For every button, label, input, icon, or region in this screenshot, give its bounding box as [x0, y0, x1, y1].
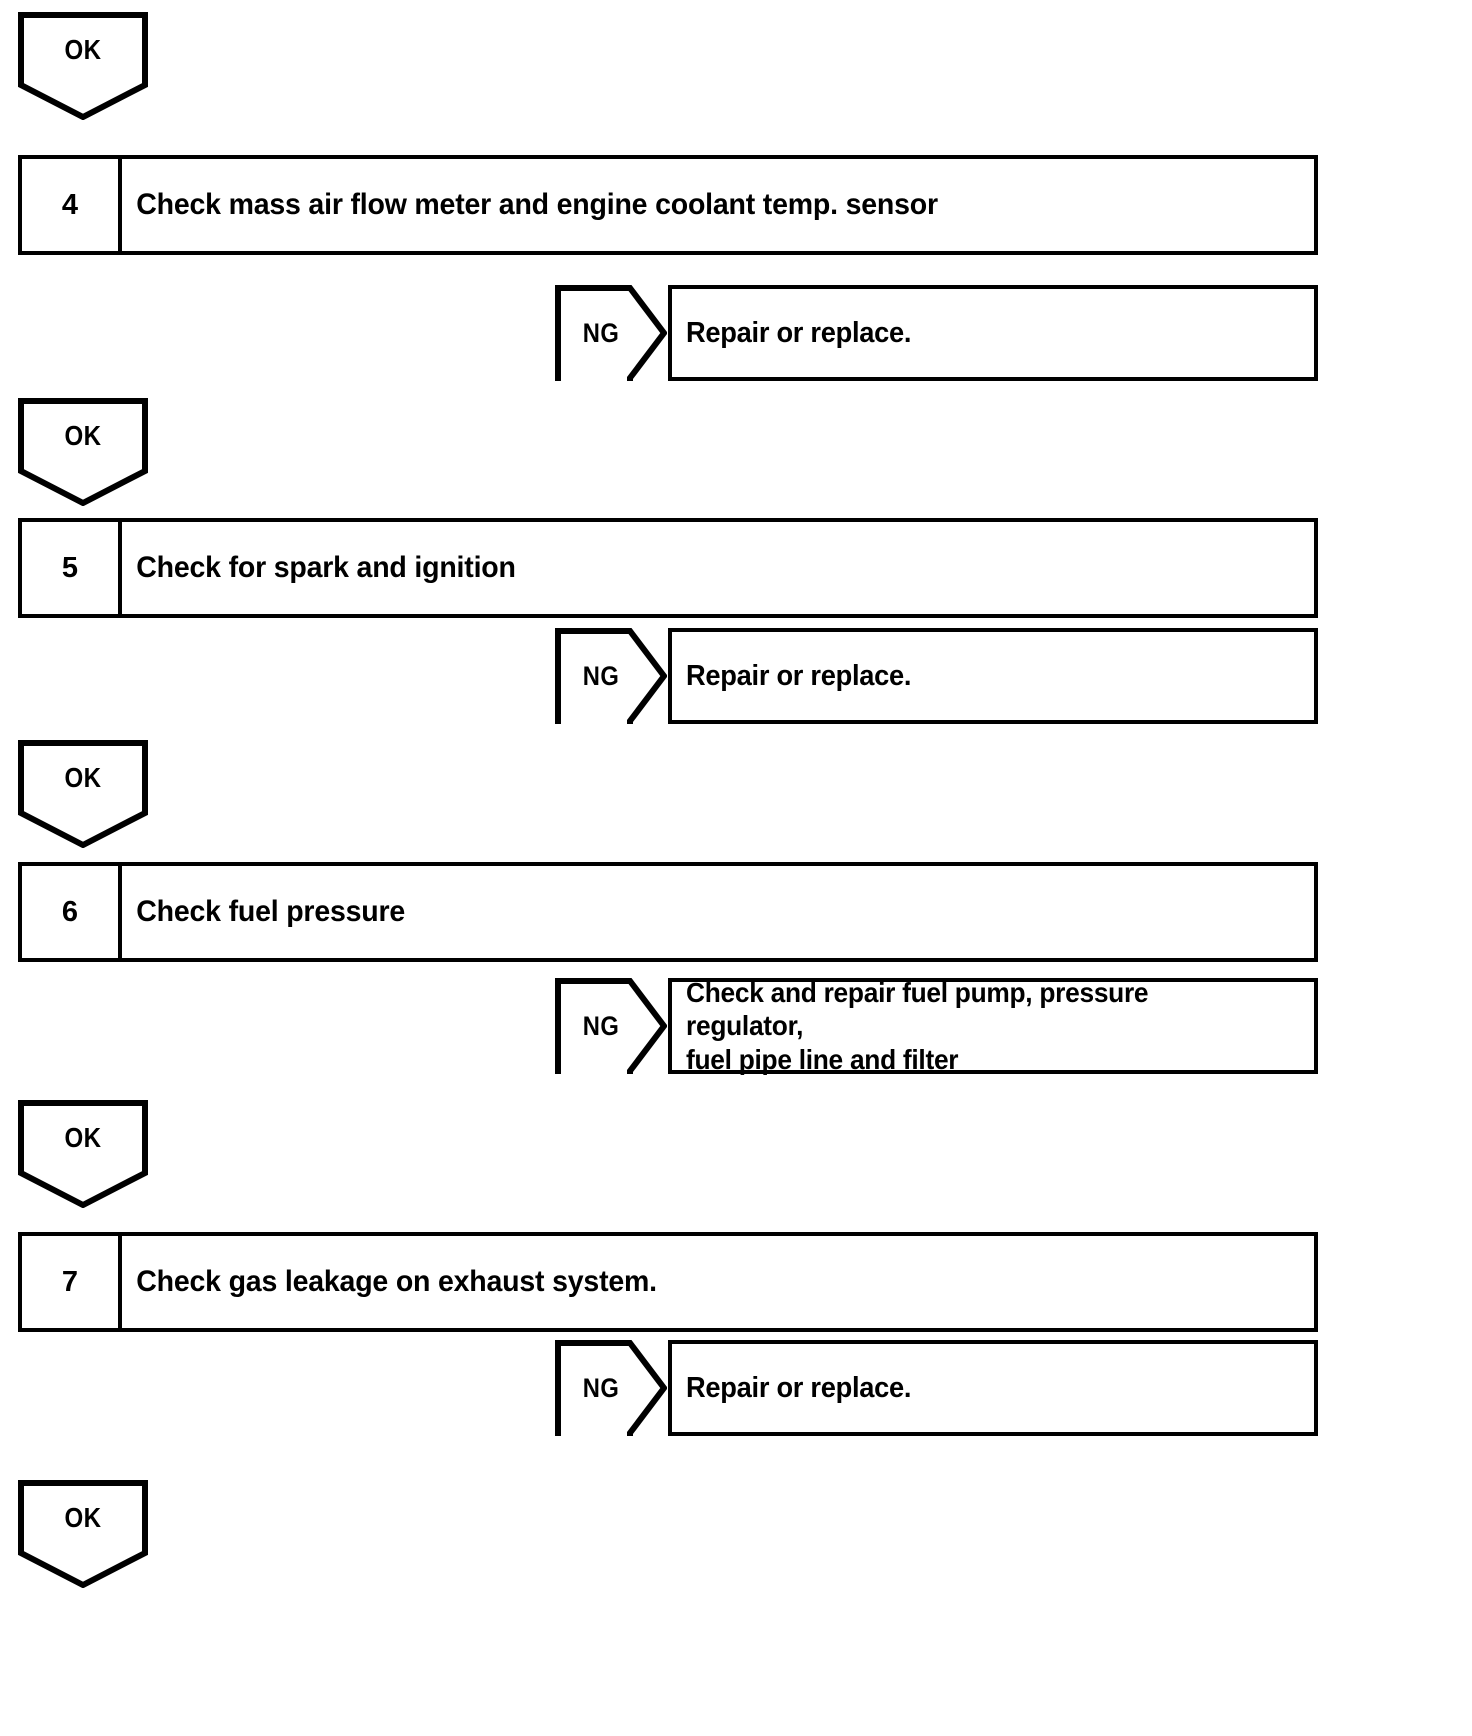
ok-label: OK: [64, 34, 102, 65]
ng-result-box-6[interactable]: Check and repair fuel pump, pressure reg…: [668, 977, 1318, 1075]
ok-label: OK: [64, 420, 102, 451]
ng-label-5: NG: [582, 660, 620, 691]
ok-pentagon-shape: [18, 1480, 148, 1588]
step-number-4: 4: [22, 159, 122, 251]
ng-arrow-5: NG: [555, 628, 667, 724]
ok-connector-after-step-5: OK: [18, 740, 148, 848]
ng-label-4: NG: [582, 317, 620, 348]
ok-label: OK: [64, 1502, 102, 1533]
step-row-6[interactable]: 6 Check fuel pressure: [18, 862, 1318, 962]
ng-arrow-4: NG: [555, 285, 667, 381]
step-number-5: 5: [22, 522, 122, 614]
step-title-6: Check fuel pressure: [136, 895, 406, 928]
step-row-7[interactable]: 7 Check gas leakage on exhaust system.: [18, 1232, 1318, 1332]
ng-result-box-7[interactable]: Repair or replace.: [668, 1340, 1318, 1436]
ok-connector-after-step-6: OK: [18, 1100, 148, 1208]
ng-arrow-shape: [555, 628, 667, 724]
ng-arrow-shape: [555, 978, 667, 1074]
ng-result-text-5: Repair or replace.: [686, 659, 912, 692]
ok-connector-top: OK: [18, 12, 148, 120]
ok-pentagon-shape: [18, 398, 148, 506]
step-number-6: 6: [22, 866, 122, 958]
step-number-7: 7: [22, 1236, 122, 1328]
ok-connector-after-step-4: OK: [18, 398, 148, 506]
step-title-7: Check gas leakage on exhaust system.: [136, 1265, 657, 1298]
ng-result-text-7: Repair or replace.: [686, 1371, 912, 1404]
ng-arrow-shape: [555, 1340, 667, 1436]
ok-pentagon-shape: [18, 740, 148, 848]
ng-result-text-4: Repair or replace.: [686, 316, 912, 349]
step-title-5: Check for spark and ignition: [136, 551, 516, 584]
ng-label-7: NG: [582, 1372, 620, 1403]
ng-arrow-6: NG: [555, 978, 667, 1074]
step-title-4: Check mass air flow meter and engine coo…: [136, 188, 938, 221]
ok-label: OK: [64, 1122, 102, 1153]
ok-label: OK: [64, 762, 102, 793]
ng-arrow-7: NG: [555, 1340, 667, 1436]
step-row-4[interactable]: 4 Check mass air flow meter and engine c…: [18, 155, 1318, 255]
ok-pentagon-shape: [18, 12, 148, 120]
ng-label-6: NG: [582, 1010, 620, 1041]
ng-result-box-4[interactable]: Repair or replace.: [668, 285, 1318, 381]
ok-connector-bottom: OK: [18, 1480, 148, 1588]
ng-arrow-shape: [555, 285, 667, 381]
ng-result-text-6: Check and repair fuel pump, pressure reg…: [686, 977, 1149, 1075]
ng-result-box-5[interactable]: Repair or replace.: [668, 628, 1318, 724]
step-row-5[interactable]: 5 Check for spark and ignition: [18, 518, 1318, 618]
ok-pentagon-shape: [18, 1100, 148, 1208]
